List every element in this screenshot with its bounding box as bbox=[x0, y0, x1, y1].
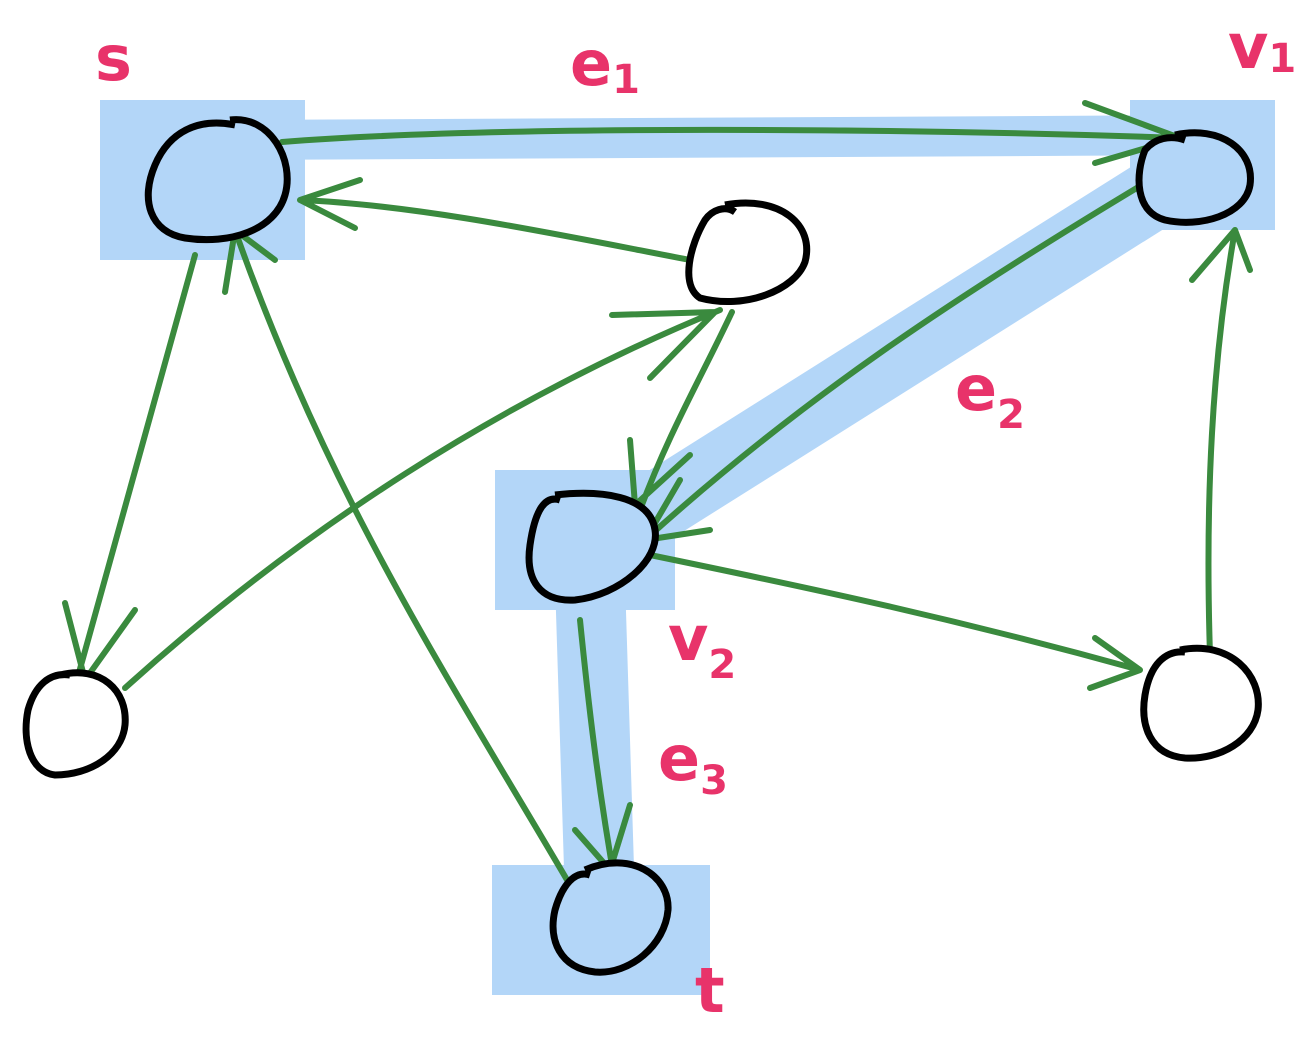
edge-n1-s bbox=[297, 177, 693, 263]
node-v1[interactable] bbox=[1135, 129, 1254, 226]
node-right[interactable] bbox=[1140, 644, 1262, 762]
highlight-path bbox=[100, 100, 1275, 995]
label-s: s bbox=[95, 22, 132, 95]
label-t: t bbox=[695, 954, 725, 1027]
edge-v2-right bbox=[647, 552, 1143, 691]
label-v2: v2 bbox=[668, 602, 736, 688]
node-s[interactable] bbox=[144, 116, 291, 244]
node-left[interactable] bbox=[22, 669, 129, 779]
edge-left-n1 bbox=[122, 307, 723, 691]
label-e3: e3 bbox=[658, 722, 728, 804]
labels: s e1 v1 e2 v2 e3 t bbox=[95, 10, 1296, 1027]
nodes bbox=[22, 116, 1262, 976]
node-t[interactable] bbox=[549, 859, 672, 976]
edge-right-v1 bbox=[1189, 227, 1253, 658]
node-v2[interactable] bbox=[525, 489, 659, 604]
node-middle-top[interactable] bbox=[685, 199, 811, 305]
label-e1: e1 bbox=[570, 27, 640, 103]
label-v1: v1 bbox=[1228, 10, 1296, 83]
label-e2: e2 bbox=[955, 352, 1025, 438]
highlight-e2 bbox=[571, 141, 1209, 579]
